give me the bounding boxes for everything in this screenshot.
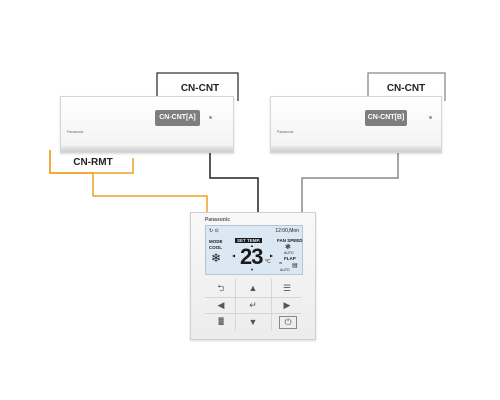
button-divider [271, 279, 272, 331]
down-button[interactable]: ▼ [248, 317, 258, 327]
lcd-status-icons: ↻ ⊙ [209, 228, 219, 234]
lcd-right-arrow-icon: ▶ [270, 253, 274, 258]
cn-cnt-left-label: CN-CNT [170, 83, 230, 94]
lcd-fan-mode: AUTO [284, 251, 294, 255]
indoor-unit-right: Panasonic [270, 96, 442, 153]
button-divider [205, 313, 301, 314]
indoor-unit-vent [271, 146, 441, 152]
indoor-unit-left: Panasonic [60, 96, 234, 153]
keypad-button[interactable]: ▓ [218, 318, 224, 325]
fan-icon: ❃ [285, 244, 291, 251]
connector-tag-b: CN-CNT[B] [365, 110, 407, 126]
lcd-flap-mode: AUTO [280, 268, 290, 272]
lcd-left-arrow-icon: ◀ [232, 253, 236, 258]
lcd-display: ↻ ⊙ 12:00,Mon MODE COOL ❄ SET TEMP. 23 °… [205, 225, 303, 275]
back-button[interactable]: ⮌ [217, 283, 225, 293]
cn-cnt-left-label-frame [156, 72, 239, 101]
menu-button[interactable]: ☰ [282, 283, 292, 293]
button-divider [235, 279, 236, 331]
indoor-unit-brand: Panasonic [277, 130, 294, 134]
lcd-down-arrow-icon: ▼ [250, 267, 254, 272]
lcd-clock: 12:00,Mon [275, 228, 299, 234]
right-button[interactable]: ▶ [283, 300, 291, 310]
lcd-flap-label: FLAP [284, 256, 296, 261]
enter-button[interactable]: ↵ [249, 300, 257, 310]
cn-rmt-label-frame [49, 150, 134, 174]
cn-cnt-right-label: CN-CNT [376, 83, 436, 94]
lcd-mode-label: MODE [209, 239, 223, 244]
connector-point-b [429, 116, 432, 119]
lcd-temp-unit: °C [265, 259, 271, 265]
wired-remote-controller: Panasonic ↻ ⊙ 12:00,Mon MODE COOL ❄ SET … [190, 212, 316, 340]
cn-cnt-right-label-frame [367, 72, 446, 101]
lcd-set-temp-label: SET TEMP. [235, 238, 263, 243]
remote-brand: Panasonic [205, 217, 231, 223]
connector-point-a [209, 116, 212, 119]
lcd-mode-value: COOL [209, 245, 222, 250]
connector-tag-a: CN-CNT[A] [155, 110, 200, 126]
lcd-up-arrow-icon: ▲ [250, 243, 254, 248]
left-button[interactable]: ◀ [217, 300, 225, 310]
lcd-flap-swing-icon: ▤ [292, 263, 298, 269]
lcd-fan-speed-label: FAN SPEED [277, 238, 303, 243]
snowflake-icon: ❄ [211, 251, 222, 265]
lcd-temperature: 23 [240, 244, 264, 269]
button-divider [205, 297, 301, 298]
cn-rmt-label: CN-RMT [73, 157, 113, 168]
up-button[interactable]: ▲ [248, 283, 258, 293]
flap-icon: ≈ [279, 261, 283, 267]
indoor-unit-vent [61, 146, 233, 152]
indoor-unit-brand: Panasonic [67, 130, 84, 134]
power-button[interactable]: ⏻ [279, 316, 297, 329]
